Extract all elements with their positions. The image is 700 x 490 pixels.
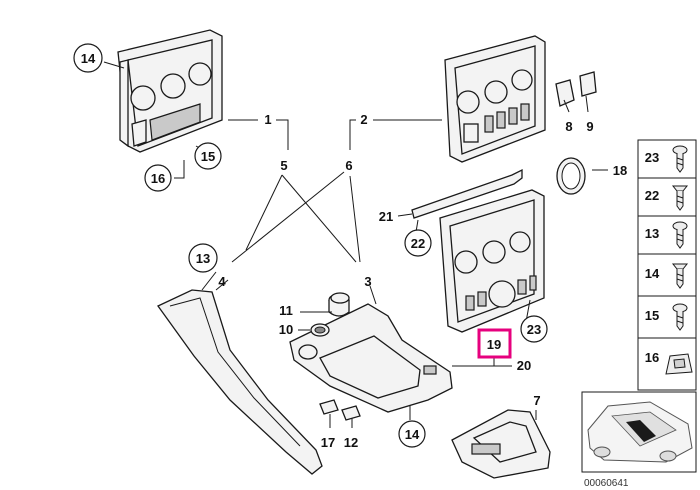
pan-head-screw-icon xyxy=(672,303,688,331)
label-17: 17 xyxy=(321,435,335,450)
label-6: 6 xyxy=(345,158,352,173)
callout-23: 23 xyxy=(520,315,548,343)
label-18: 18 xyxy=(613,163,627,178)
console-frame-right xyxy=(444,35,546,163)
label-5: 5 xyxy=(280,158,287,173)
label-4: 4 xyxy=(218,274,226,289)
side-trim-panel xyxy=(157,289,323,475)
cigarette-lighter xyxy=(328,292,350,317)
switch-17 xyxy=(319,399,339,415)
callout-16: 16 xyxy=(144,164,172,192)
switch-blank-8 xyxy=(555,79,575,107)
fastener-label-13: 13 xyxy=(645,226,659,241)
trim-strip xyxy=(411,168,523,219)
fastener-panel: 23 22 13 14 15 16 xyxy=(637,139,697,391)
svg-text:15: 15 xyxy=(201,149,215,164)
console-frame-left xyxy=(117,29,223,153)
callout-14-bottom: 14 xyxy=(398,420,426,448)
label-7: 7 xyxy=(533,393,540,408)
cover-tray xyxy=(451,409,551,479)
label-9: 9 xyxy=(586,119,593,134)
label-2: 2 xyxy=(360,112,367,127)
fastener-label-22: 22 xyxy=(645,188,659,203)
callout-13: 13 xyxy=(188,243,218,273)
pan-head-screw-icon xyxy=(672,221,688,249)
label-1: 1 xyxy=(264,112,271,127)
label-11: 11 xyxy=(279,303,293,318)
switch-12 xyxy=(341,405,361,421)
center-console-panel xyxy=(439,189,545,333)
fastener-label-15: 15 xyxy=(645,308,659,323)
fastener-label-16: 16 xyxy=(645,350,659,365)
fastener-label-14: 14 xyxy=(645,266,660,281)
svg-text:13: 13 xyxy=(196,251,210,266)
vehicle-location-inset xyxy=(581,391,697,473)
countersunk-screw-icon xyxy=(671,263,689,289)
label-21: 21 xyxy=(379,209,393,224)
label-3: 3 xyxy=(364,274,371,289)
shifter-surround xyxy=(289,303,453,413)
label-20: 20 xyxy=(517,358,531,373)
pan-head-screw-icon xyxy=(672,145,688,173)
switch-blank-9 xyxy=(579,71,597,97)
fastener-label-23: 23 xyxy=(645,150,659,165)
svg-text:19: 19 xyxy=(487,337,501,352)
svg-text:14: 14 xyxy=(405,427,420,442)
callout-19-highlighted[interactable]: 19 xyxy=(477,328,512,359)
spring-clip-icon xyxy=(665,353,693,375)
label-10: 10 xyxy=(279,322,293,337)
countersunk-screw-icon xyxy=(671,185,689,211)
callout-22: 22 xyxy=(404,229,432,257)
callout-14-top: 14 xyxy=(73,43,103,73)
label-12: 12 xyxy=(344,435,358,450)
svg-text:16: 16 xyxy=(151,171,165,186)
label-8: 8 xyxy=(565,119,572,134)
callout-15: 15 xyxy=(194,142,222,170)
svg-text:14: 14 xyxy=(81,51,96,66)
svg-text:23: 23 xyxy=(527,322,541,337)
diagram-number: 00060641 xyxy=(584,478,629,489)
svg-text:22: 22 xyxy=(411,236,425,251)
